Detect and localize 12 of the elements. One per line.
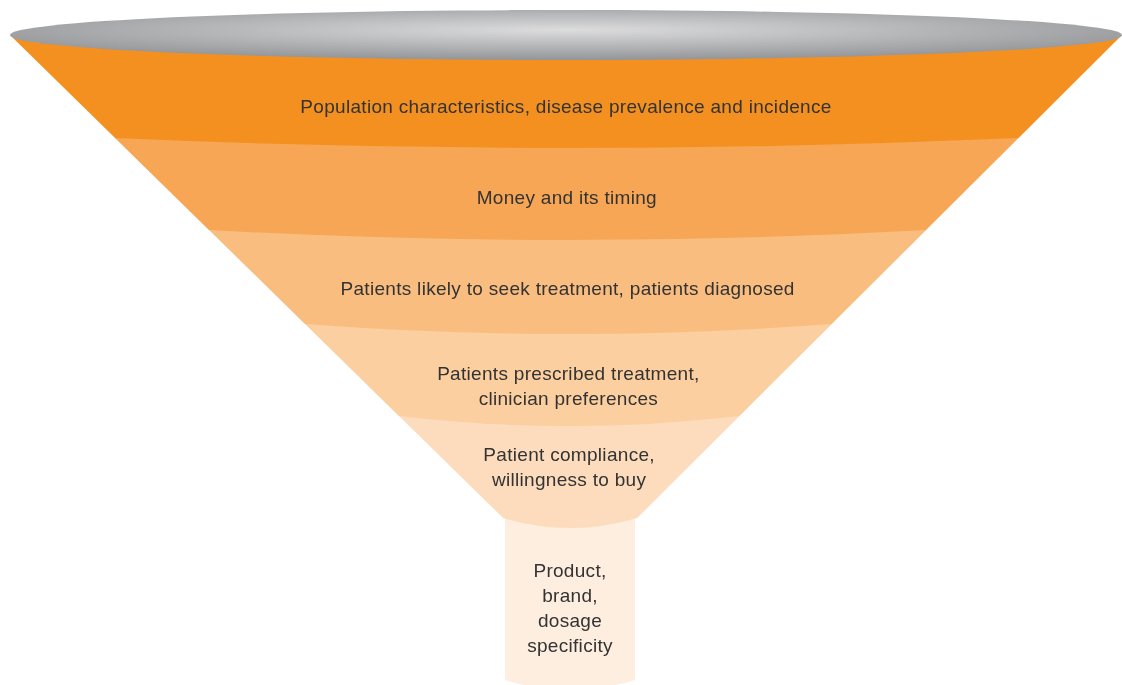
funnel-band xyxy=(10,10,1122,148)
funnel-band xyxy=(209,230,927,334)
band-label: Patient compliance, willingness to buy xyxy=(482,443,656,492)
funnel-spout xyxy=(505,518,635,685)
band-label: Money and its timing xyxy=(475,185,658,210)
band-label: Product, brand, dosage specificity xyxy=(526,559,614,658)
band-label: Population characteristics, disease prevalence and incidence xyxy=(299,94,833,119)
funnel-band xyxy=(304,324,832,426)
band-label: Patients prescribed treatment, clinician preferences xyxy=(436,362,701,411)
funnel-band xyxy=(398,416,740,528)
band-label: Patients likely to seek treatment, patients diagnosed xyxy=(339,276,796,301)
funnel-band xyxy=(115,138,1019,240)
